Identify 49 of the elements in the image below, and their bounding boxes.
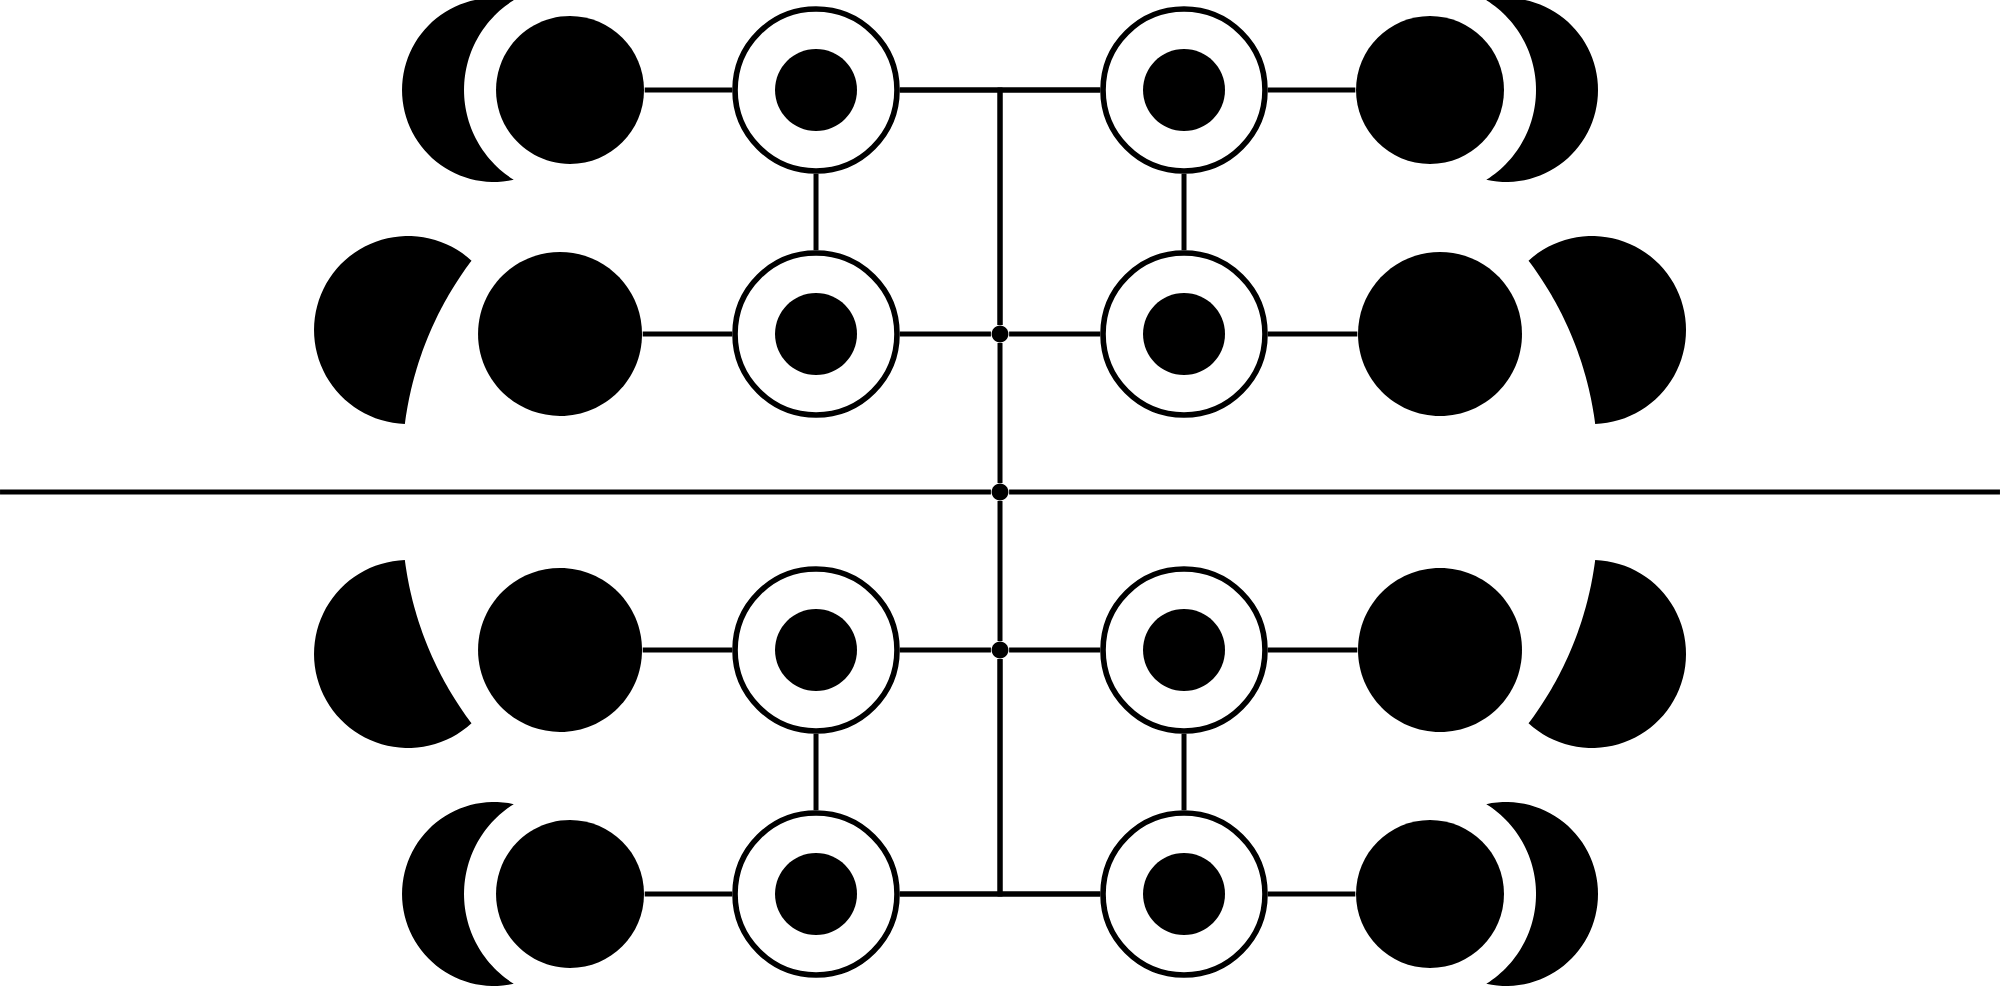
- ring-with-dot: [732, 6, 900, 174]
- connector-line: [899, 647, 991, 653]
- connector-line: [997, 501, 1003, 641]
- connector-line: [899, 891, 1101, 897]
- crescent-shape: [1486, 802, 1598, 986]
- ring-with-dot: [1100, 6, 1268, 174]
- connector-line: [1009, 647, 1101, 653]
- gibbous-moon-shape: [1528, 236, 1686, 424]
- crescent-shape: [402, 0, 514, 182]
- connector-line: [997, 343, 1003, 483]
- filled-circle: [496, 16, 644, 164]
- connector-line: [644, 87, 733, 93]
- crescent-shape: [402, 802, 514, 986]
- filled-circle: [496, 820, 644, 968]
- ring-with-dot: [1100, 566, 1268, 734]
- connector-line: [642, 647, 733, 653]
- connector-line: [0, 489, 991, 495]
- crescent-shape: [1486, 0, 1598, 182]
- ring-with-dot: [732, 566, 900, 734]
- connector-line: [813, 173, 819, 251]
- gibbous-moon-shape: [314, 236, 472, 424]
- connector-line: [1181, 733, 1187, 811]
- connector-line: [899, 331, 991, 337]
- connector-line: [644, 891, 733, 897]
- junction-dot: [991, 641, 1009, 659]
- junction-dot: [991, 483, 1009, 501]
- filled-circle: [1356, 820, 1504, 968]
- connector-line: [813, 733, 819, 811]
- junction-dot: [991, 325, 1009, 343]
- ring-with-dot: [732, 810, 900, 978]
- connector-line: [1267, 87, 1356, 93]
- connector-line: [1267, 647, 1358, 653]
- connector-line: [642, 331, 733, 337]
- connector-line: [1267, 891, 1356, 897]
- connector-line: [1181, 173, 1187, 251]
- gibbous-moon-shape: [314, 560, 472, 748]
- filled-circle: [1356, 16, 1504, 164]
- ring-with-dot: [732, 250, 900, 418]
- filled-circle: [1358, 252, 1522, 416]
- gibbous-moon-shape: [1528, 560, 1686, 748]
- connector-line: [997, 87, 1101, 325]
- ring-with-dot: [1100, 250, 1268, 418]
- connector-line: [1267, 331, 1358, 337]
- filled-circle: [478, 252, 642, 416]
- filled-circle: [1358, 568, 1522, 732]
- filled-circle: [478, 568, 642, 732]
- connector-line: [1009, 331, 1101, 337]
- ring-with-dot: [1100, 810, 1268, 978]
- connector-line: [1009, 489, 2000, 495]
